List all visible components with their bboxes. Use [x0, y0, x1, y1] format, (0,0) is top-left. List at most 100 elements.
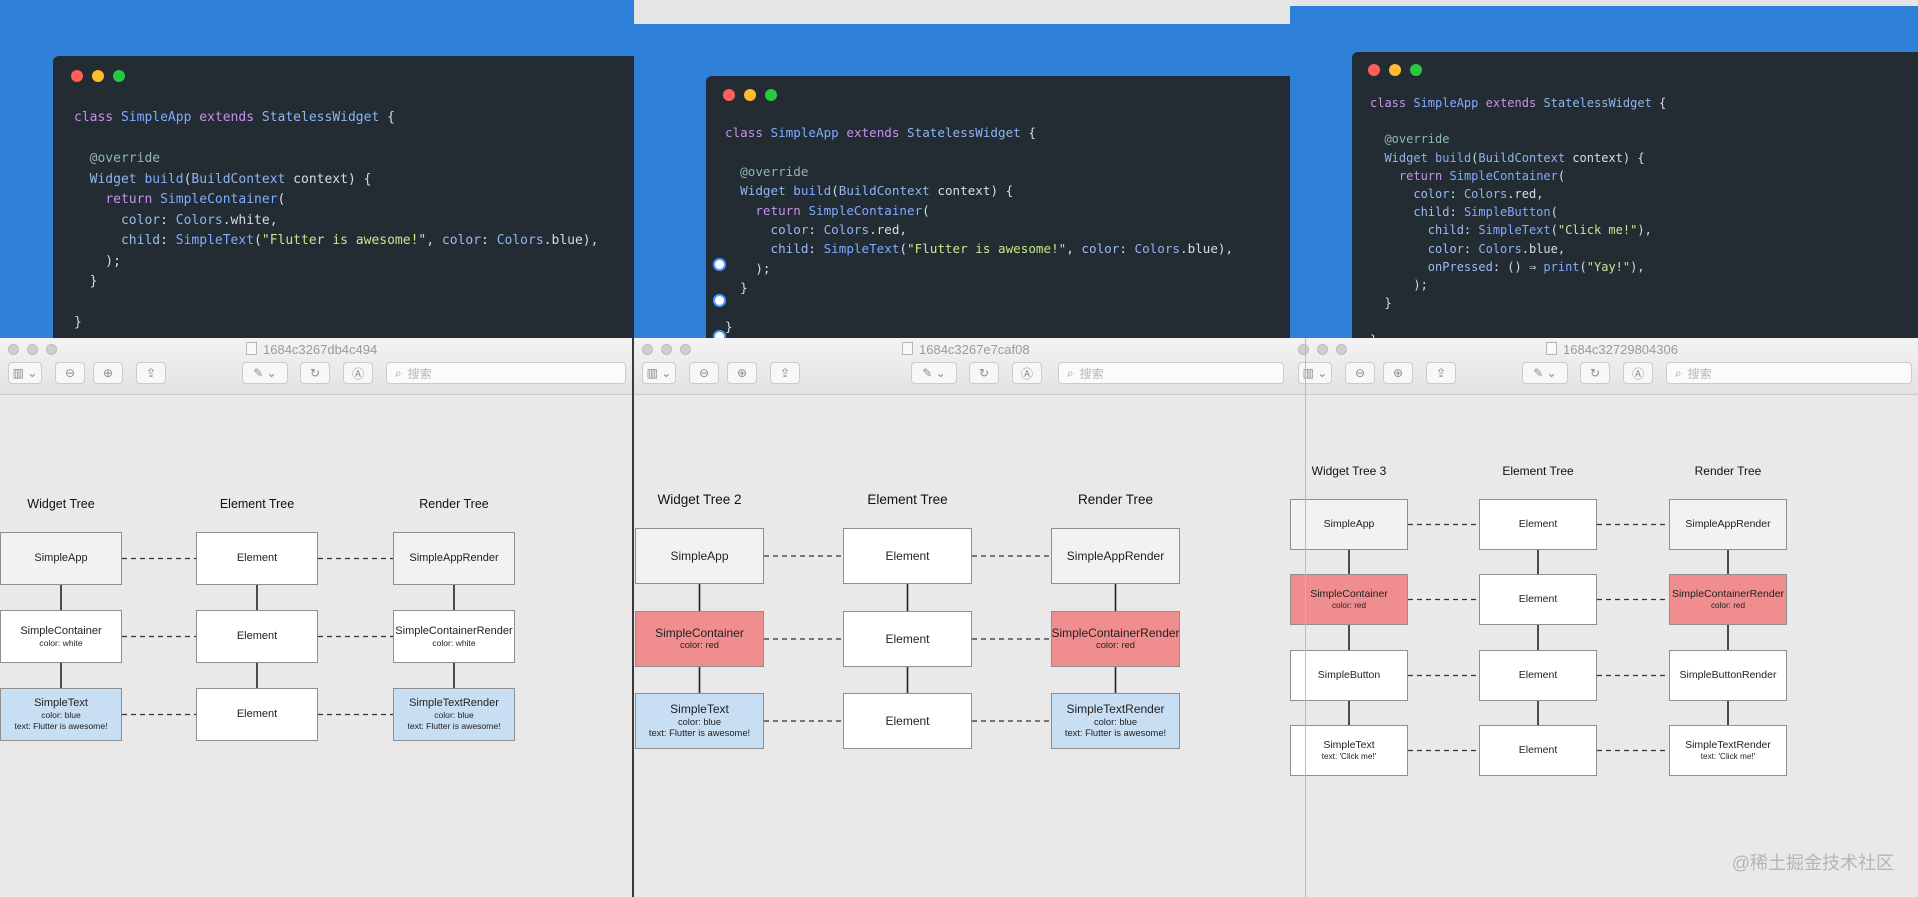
element-node[interactable]: Element — [843, 528, 972, 584]
share-icon: ⇪ — [145, 366, 157, 380]
titlebar: 1684c3267db4c494 ▥ ⌄ ⊖ ⊕ ⇪ ✎ ⌄ ↻ Ⓐ ⌕搜索 — [0, 338, 632, 395]
close-dot[interactable] — [723, 89, 735, 101]
render-node[interactable]: SimpleAppRender — [1051, 528, 1180, 584]
widget-node[interactable]: SimpleApp — [0, 532, 122, 585]
share-button[interactable]: ⇪ — [1426, 362, 1456, 384]
node-property: color: red — [1710, 600, 1746, 610]
zoom-button[interactable] — [680, 344, 691, 355]
minimize-button[interactable] — [1317, 344, 1328, 355]
rotate-button[interactable]: ↻ — [300, 362, 330, 384]
titlebar: 1684c32729804306 ▥ ⌄ ⊖ ⊕ ⇪ ✎ ⌄ ↻ Ⓐ ⌕搜索 — [1290, 338, 1918, 395]
zoom-button[interactable] — [46, 344, 57, 355]
element-node[interactable]: Element — [196, 532, 318, 585]
element-node[interactable]: Element — [1479, 725, 1597, 776]
element-node[interactable]: Element — [196, 688, 318, 741]
node-label: SimpleContainerRender — [395, 624, 513, 637]
element-node[interactable]: Element — [1479, 574, 1597, 625]
breakpoint-icon[interactable] — [713, 258, 726, 271]
render-node[interactable]: SimpleButtonRender — [1669, 650, 1787, 701]
render-node[interactable]: SimpleAppRender — [1669, 499, 1787, 550]
sidebar-button[interactable]: ▥ ⌄ — [1298, 362, 1332, 384]
rotate-button[interactable]: ↻ — [1580, 362, 1610, 384]
minimize-button[interactable] — [661, 344, 672, 355]
code-line: color: Colors.red, — [1413, 187, 1544, 202]
minimize-button[interactable] — [27, 344, 38, 355]
node-label: SimpleAppRender — [1066, 548, 1165, 563]
node-property: text: 'Click me!' — [1700, 751, 1756, 761]
code-line: } — [74, 274, 98, 289]
search-input[interactable]: ⌕搜索 — [386, 362, 626, 384]
close-button[interactable] — [1298, 344, 1309, 355]
minimize-dot[interactable] — [1389, 64, 1401, 76]
render-node[interactable]: SimpleAppRender — [393, 532, 515, 585]
zoom-button[interactable] — [1336, 344, 1347, 355]
sidebar-button[interactable]: ▥ ⌄ — [642, 362, 676, 384]
preview-window: 1684c32729804306 ▥ ⌄ ⊖ ⊕ ⇪ ✎ ⌄ ↻ Ⓐ ⌕搜索 W… — [1290, 338, 1918, 897]
zoom-in-icon: ⊕ — [102, 366, 114, 380]
annotate-button[interactable]: Ⓐ — [1012, 362, 1042, 384]
zoom-out-button[interactable]: ⊖ — [1345, 362, 1375, 384]
zoom-out-button[interactable]: ⊖ — [55, 362, 85, 384]
element-node[interactable]: Element — [196, 610, 318, 663]
close-button[interactable] — [8, 344, 19, 355]
maximize-dot[interactable] — [1410, 64, 1422, 76]
code-line: color: Colors.red, — [770, 222, 908, 238]
code-line: @override — [740, 163, 809, 179]
node-label: SimpleTextRender — [1685, 739, 1771, 752]
element-node[interactable]: Element — [1479, 650, 1597, 701]
zoom-in-button[interactable]: ⊕ — [93, 362, 123, 384]
code-line: } — [725, 280, 748, 296]
sidebar-button[interactable]: ▥ ⌄ — [8, 362, 42, 384]
annotate-button[interactable]: Ⓐ — [1623, 362, 1653, 384]
panel-2: class SimpleApp extends StatelessWidget … — [634, 0, 1290, 897]
markup-button[interactable]: ✎ ⌄ — [1522, 362, 1568, 384]
maximize-dot[interactable] — [113, 70, 125, 82]
zoom-out-button[interactable]: ⊖ — [689, 362, 719, 384]
element-node[interactable]: Element — [843, 693, 972, 749]
share-button[interactable]: ⇪ — [770, 362, 800, 384]
node-label: Element — [236, 707, 278, 720]
close-button[interactable] — [642, 344, 653, 355]
code-line — [74, 293, 598, 314]
widget-node[interactable]: SimpleApp — [1290, 499, 1408, 550]
code-line: @override — [1384, 132, 1450, 147]
markup-button[interactable]: ✎ ⌄ — [911, 362, 957, 384]
minimize-dot[interactable] — [92, 70, 104, 82]
breakpoint-icon[interactable] — [713, 294, 726, 307]
widget-node[interactable]: SimpleApp — [635, 528, 764, 584]
code-line: child: SimpleText("Flutter is awesome!",… — [120, 233, 599, 248]
maximize-dot[interactable] — [765, 89, 777, 101]
widget-node[interactable]: SimpleButton — [1290, 650, 1408, 701]
rotate-button[interactable]: ↻ — [969, 362, 999, 384]
minimize-dot[interactable] — [744, 89, 756, 101]
element-node[interactable]: Element — [1479, 499, 1597, 550]
annotate-button[interactable]: Ⓐ — [343, 362, 373, 384]
node-property: text: Flutter is awesome! — [1064, 728, 1167, 739]
zoom-in-button[interactable]: ⊕ — [727, 362, 757, 384]
markup-button[interactable]: ✎ ⌄ — [242, 362, 288, 384]
close-dot[interactable] — [1368, 64, 1380, 76]
search-input[interactable]: ⌕搜索 — [1666, 362, 1912, 384]
node-label: SimpleContainer — [1310, 588, 1388, 601]
element-node[interactable]: Element — [843, 611, 972, 667]
tree-header: Element Tree — [1502, 464, 1574, 478]
search-input[interactable]: ⌕搜索 — [1058, 362, 1284, 384]
node-label: SimpleButton — [1317, 669, 1381, 682]
share-button[interactable]: ⇪ — [136, 362, 166, 384]
zoom-in-button[interactable]: ⊕ — [1383, 362, 1413, 384]
close-dot[interactable] — [71, 70, 83, 82]
pen-icon: ✎ ⌄ — [1533, 366, 1557, 380]
